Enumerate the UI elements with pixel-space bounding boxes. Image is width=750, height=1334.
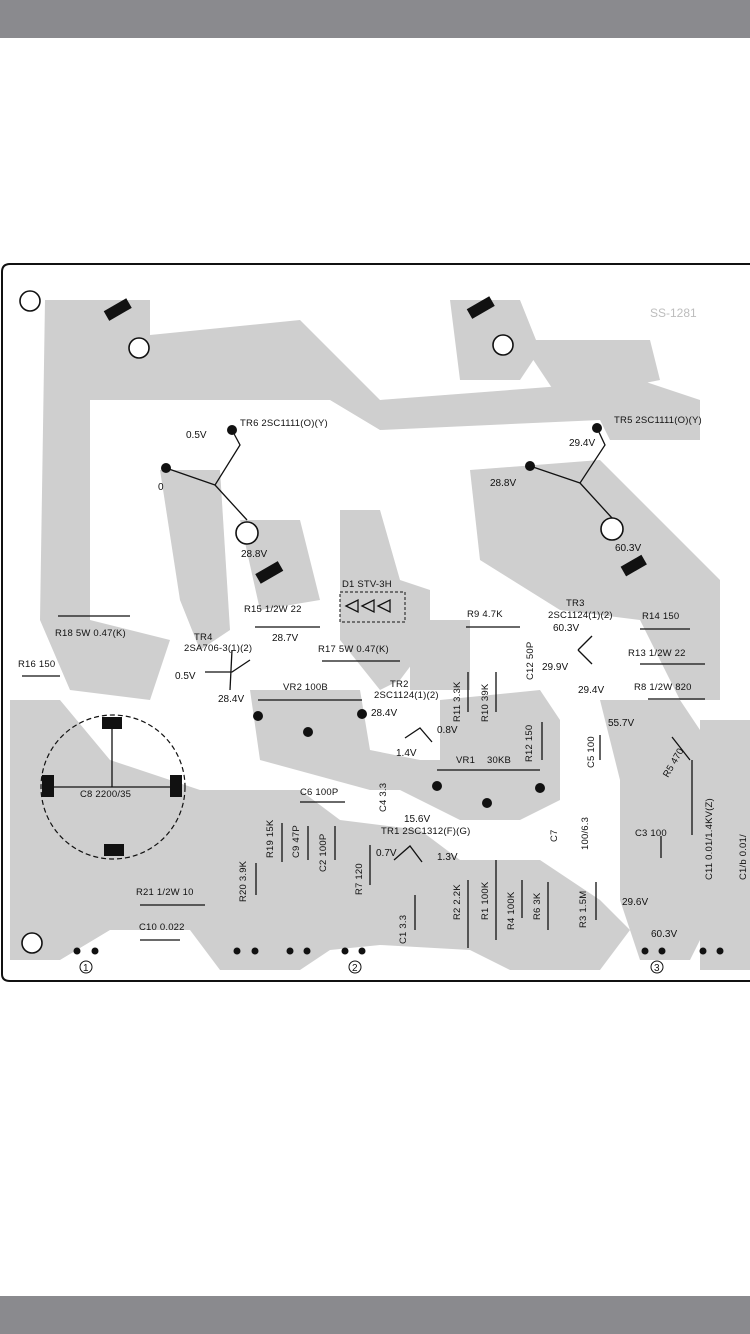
label-tr6: TR6 2SC1111(O)(Y)	[240, 418, 328, 429]
label-r9: R9 4.7K	[467, 609, 503, 620]
label-tr2: TR2	[390, 679, 409, 690]
top-bar	[0, 0, 750, 38]
volt-tr6-c: 28.8V	[241, 549, 267, 560]
label-tr3: TR3	[566, 598, 585, 609]
label-c5: C5 100	[586, 736, 597, 768]
volt-tr3-c: 60.3V	[553, 623, 579, 634]
label-c7-val: 100/6.3	[580, 817, 591, 850]
label-tr4: TR4	[194, 632, 213, 643]
volt-c5: 55.7V	[608, 718, 634, 729]
volt-bottom: 60.3V	[651, 929, 677, 940]
mounting-hole	[600, 517, 624, 541]
terminal-1: 1	[79, 960, 93, 974]
label-r2: R2 2.2K	[452, 884, 463, 920]
label-tr2-part: 2SC1124(1)(2)	[374, 690, 439, 701]
mounting-hole	[492, 334, 514, 356]
volt-tr2-b: 1.4V	[396, 748, 417, 759]
label-vr1: VR1	[456, 755, 475, 766]
mounting-hole	[235, 521, 259, 545]
volt-tr5-e: 28.8V	[490, 478, 516, 489]
label-r12: R12 150	[524, 725, 535, 762]
label-c12: C12 50P	[525, 642, 536, 680]
label-r1: R1 100K	[480, 881, 491, 920]
label-vr1-val: 30KB	[487, 755, 511, 766]
label-r15: R15 1/2W 22	[244, 604, 302, 615]
svg-text:3: 3	[654, 963, 660, 974]
volt-tr5-b: 29.4V	[569, 438, 595, 449]
label-r6: R6 3K	[532, 892, 543, 920]
volt-tr6-e: 0	[158, 482, 164, 493]
c8-wires	[54, 729, 170, 788]
label-c9: C9 47P	[291, 825, 302, 858]
label-d1: D1 STV-3H	[342, 579, 392, 590]
volt-tr4-c: 28.4V	[218, 694, 244, 705]
label-c1b: C1/b 0.01/	[738, 834, 749, 880]
label-r8: R8 1/2W 820	[634, 682, 692, 693]
label-tr5: TR5 2SC1111(O)(Y)	[614, 415, 702, 426]
volt-tr6-b: 0.5V	[186, 430, 207, 441]
c8-pads	[42, 717, 182, 856]
label-r20: R20 3.9K	[238, 860, 249, 902]
terminal-3: 3	[650, 960, 664, 974]
volt-r3: 29.6V	[622, 897, 648, 908]
bottom-bar	[0, 1296, 750, 1334]
label-tr1: TR1 2SC1312(F)(G)	[381, 826, 470, 837]
label-r10: R10 39K	[480, 683, 491, 722]
label-c3: C3 100	[635, 828, 667, 839]
mounting-hole	[21, 932, 43, 954]
label-c7: C7	[549, 829, 560, 842]
label-r14: R14 150	[642, 611, 679, 622]
label-r17: R17 5W 0.47(K)	[318, 644, 389, 655]
label-c11: C11 0.01/1.4KV(Z)	[704, 798, 715, 880]
volt-tr3-e: 29.9V	[542, 662, 568, 673]
volt-r15: 28.7V	[272, 633, 298, 644]
label-c1: C1 3.3	[398, 915, 409, 944]
label-c10: C10 0.022	[139, 922, 185, 933]
label-c2: C2 100P	[318, 834, 329, 872]
volt-c4: 15.6V	[404, 814, 430, 825]
label-c4: C4 3.3	[378, 783, 389, 812]
label-r21: R21 1/2W 10	[136, 887, 194, 898]
svg-text:2: 2	[352, 963, 358, 974]
mounting-hole	[128, 337, 150, 359]
label-tr3-part: 2SC1124(1)(2)	[548, 610, 613, 621]
rect-pads	[103, 296, 647, 584]
label-r3: R3 1.5M	[578, 891, 589, 928]
diode-d1-outline	[339, 591, 406, 623]
volt-vr2: 28.4V	[371, 708, 397, 719]
label-vr2: VR2 100B	[283, 682, 328, 693]
c8-outline	[40, 714, 186, 860]
volt-tr5-c: 60.3V	[615, 543, 641, 554]
component-wires	[22, 427, 705, 941]
volt-tr4-b: 0.5V	[175, 671, 196, 682]
watermark: SS-1281	[650, 306, 697, 320]
svg-text:1: 1	[83, 963, 89, 974]
label-r7: R7 120	[354, 863, 365, 895]
label-r4: R4 100K	[506, 891, 517, 930]
label-r11: R11 3.3K	[452, 681, 463, 722]
label-r16: R16 150	[18, 659, 55, 670]
vertical-resistors	[255, 672, 693, 948]
volt-tr2-e: 0.8V	[437, 725, 458, 736]
label-r13: R13 1/2W 22	[628, 648, 686, 659]
mounting-hole	[19, 290, 41, 312]
label-tr4-part: 2SA706-3(1)(2)	[184, 643, 252, 654]
label-r18: R18 5W 0.47(K)	[55, 628, 126, 639]
label-c8: C8 2200/35	[80, 789, 131, 800]
label-r19: R19 15K	[265, 819, 276, 858]
diode-d1-symbols	[344, 598, 391, 614]
volt-tr1-c: 1.3V	[437, 852, 458, 863]
round-pads	[73, 423, 724, 955]
copper-traces	[10, 300, 750, 970]
terminal-2: 2	[348, 960, 362, 974]
label-c6: C6 100P	[300, 787, 338, 798]
volt-tr1-b: 0.7V	[376, 848, 397, 859]
volt-tr3-b: 29.4V	[578, 685, 604, 696]
